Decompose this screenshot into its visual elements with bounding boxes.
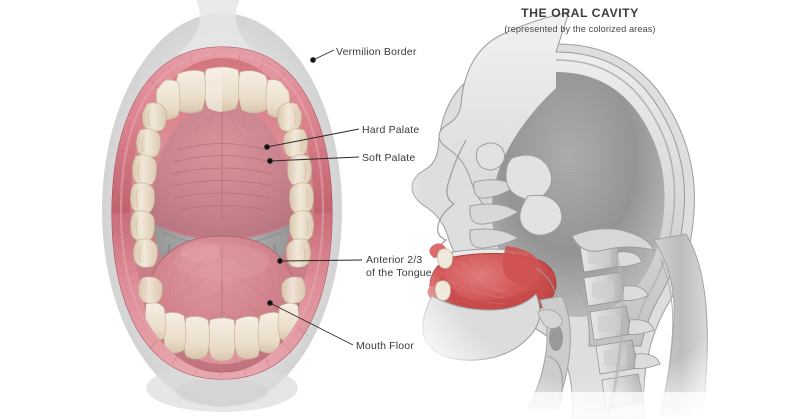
figure-subtitle: (represented by the colorized areas) <box>504 24 656 34</box>
leader-vermilion-border <box>310 49 335 63</box>
lower-posterior-teeth <box>138 276 306 304</box>
label-mouth-floor: Mouth Floor <box>356 340 415 352</box>
teeth <box>130 66 314 372</box>
label-anterior-tongue-line1: Anterior 2/3 <box>366 254 423 266</box>
upper-right-posterior-teeth <box>277 102 314 268</box>
upper-left-posterior-teeth <box>130 102 167 268</box>
palatal-rugae <box>171 110 273 222</box>
leader-lines <box>264 49 363 346</box>
upper-incisors <box>156 66 290 120</box>
label-vermilion-border: Vermilion Border <box>336 46 417 58</box>
label-anterior-tongue-line2: of the Tongue <box>366 267 432 279</box>
leader-anterior-tongue <box>277 258 363 264</box>
sagittal-head-section-view <box>408 8 780 419</box>
leader-mouth-floor <box>267 300 354 346</box>
figure-title: THE ORAL CAVITY <box>521 6 639 20</box>
leader-soft-palate <box>267 156 360 164</box>
label-soft-palate: Soft Palate <box>362 152 416 164</box>
leader-hard-palate <box>264 128 360 150</box>
lower-incisors <box>144 302 300 362</box>
label-hard-palate: Hard Palate <box>362 124 420 136</box>
